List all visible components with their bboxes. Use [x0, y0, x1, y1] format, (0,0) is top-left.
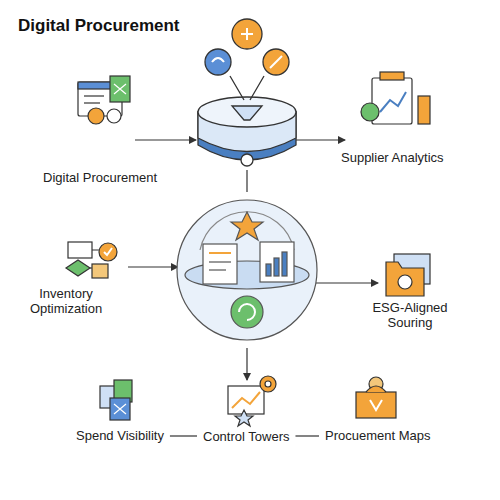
central-hub-circle — [266, 264, 271, 276]
inventory-icon — [99, 243, 117, 261]
flow-arrow — [296, 139, 345, 140]
analytics-icon — [418, 96, 430, 124]
hub-platform — [205, 49, 231, 75]
node-text: ESG-Aligned Souring — [365, 300, 455, 330]
flow-arrow — [135, 139, 196, 140]
spend-icon — [110, 398, 130, 420]
central-hub-circle — [231, 212, 263, 240]
node-label: Inventory Optimization — [16, 286, 116, 316]
analytics-icon — [361, 103, 379, 121]
folder-icon — [386, 262, 424, 296]
central-hub-circle — [274, 258, 279, 276]
inventory-icon — [68, 242, 92, 258]
node-label: Supplier Analytics — [341, 150, 444, 165]
central-hub-circle — [239, 304, 255, 320]
control-tower-icon — [228, 376, 276, 426]
maps-icon — [370, 400, 382, 410]
central-hub-circle — [203, 244, 237, 284]
hub-platform — [263, 49, 289, 75]
control-tower-icon — [235, 410, 253, 426]
inventory-icon — [104, 248, 112, 255]
control-tower-icon — [260, 376, 276, 392]
hub-platform — [212, 58, 224, 62]
inventory-icon — [92, 264, 108, 278]
hub-platform — [270, 56, 282, 68]
maps-icon — [366, 386, 386, 392]
diagram-title: Digital Procurement — [18, 16, 180, 36]
spend-icon — [114, 404, 126, 414]
procurement-icon — [114, 84, 126, 94]
analytics-icon — [380, 92, 406, 112]
control-tower-icon — [265, 381, 271, 387]
hub-platform — [232, 106, 262, 120]
hub-platform — [198, 19, 296, 166]
flow-arrow — [316, 282, 378, 283]
node-label: Procuement Maps — [325, 428, 431, 443]
spend-icon — [100, 380, 132, 420]
node-label: ESG-Aligned Souring — [365, 300, 455, 330]
procurement-icon — [84, 102, 100, 103]
flow-arrow — [128, 266, 178, 267]
control-tower-icon — [232, 392, 260, 408]
inventory-icon — [66, 260, 90, 276]
node-text: Digital Procurement — [43, 170, 157, 185]
node-text: Inventory Optimization — [16, 286, 116, 316]
central-hub-circle — [260, 242, 294, 282]
connector-line — [170, 435, 197, 436]
flow-arrow — [246, 170, 247, 192]
inventory-icon — [66, 242, 117, 278]
hub-platform — [241, 154, 253, 166]
folder-icon — [386, 254, 430, 296]
hub-platform — [241, 28, 253, 40]
maps-icon — [356, 377, 396, 418]
central-hub-circle — [177, 200, 317, 340]
central-hub-circle — [177, 200, 317, 340]
node-text: Supplier Analytics — [341, 150, 444, 165]
procurement-icon — [107, 109, 121, 123]
connector-line — [295, 435, 319, 436]
flow-arrow — [128, 140, 378, 380]
central-hub-circle — [209, 269, 226, 270]
procurement-icon — [84, 95, 104, 96]
procurement-icon — [78, 76, 130, 124]
procurement-icon — [110, 76, 130, 102]
central-hub-circle — [209, 261, 231, 262]
inventory-icon — [90, 250, 99, 268]
central-hub-circle — [209, 252, 231, 254]
hub-platform — [232, 19, 262, 49]
hub-platform — [198, 97, 296, 127]
node-text: Procuement Maps — [325, 428, 431, 443]
node-text: Spend Visibility — [76, 428, 164, 443]
flow-arrow — [246, 348, 247, 380]
folder-icon — [398, 275, 412, 289]
maps-icon — [356, 392, 396, 418]
analytics-icon — [361, 72, 430, 124]
node-label: Digital Procurement — [43, 170, 157, 185]
central-hub-circle — [282, 252, 287, 276]
node-text: Control Towers — [203, 429, 289, 444]
node-label: Spend Visibility — [76, 428, 164, 443]
control-tower-icon — [228, 386, 264, 414]
analytics-icon — [380, 72, 404, 80]
central-hub-circle — [231, 296, 263, 328]
procurement-icon — [88, 108, 104, 124]
node-label: Control Towers — [203, 429, 289, 444]
hub-platform — [230, 76, 264, 100]
